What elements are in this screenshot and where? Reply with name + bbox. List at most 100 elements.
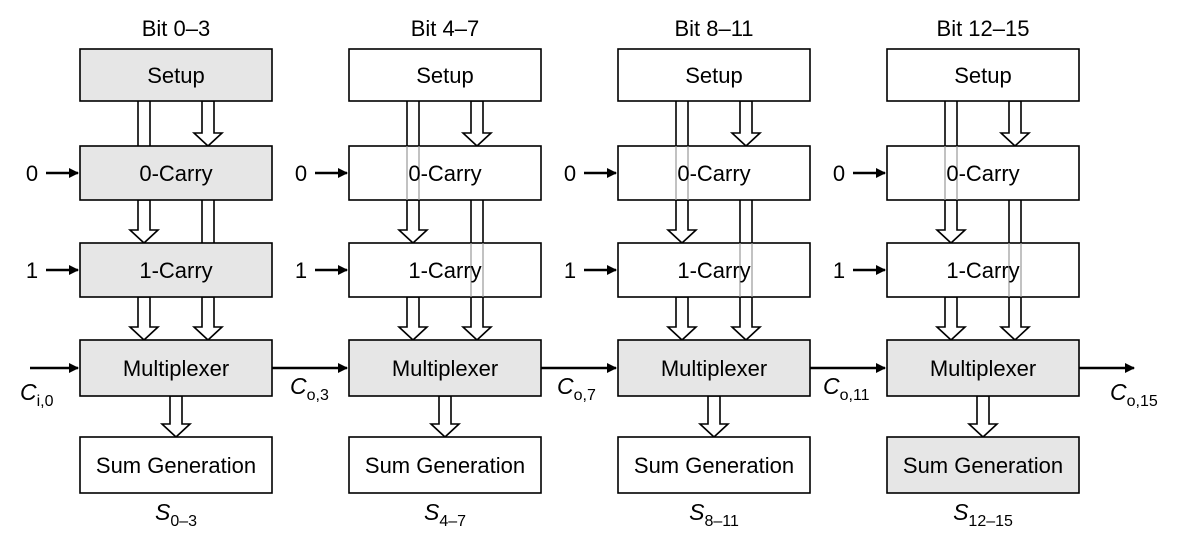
- sum-block: [79, 436, 273, 494]
- carry0-arrow-to-mux: [460, 296, 494, 342]
- carry-label-o7-subscript: o,7: [574, 387, 596, 404]
- carry-label-o7: Co,7: [557, 373, 596, 404]
- sum-block: [886, 436, 1080, 494]
- carry0-arrow-to-carry1: [665, 199, 699, 245]
- carry0-label: 0-Carry: [408, 161, 481, 186]
- carry0-block: [348, 145, 542, 201]
- sum-block: [348, 436, 542, 494]
- stage-header: Bit 4–7: [411, 16, 480, 41]
- carry-out-label-letter: C: [1110, 379, 1127, 405]
- carry0-block: [79, 145, 273, 201]
- carry0-arrow-to-carry1: [934, 199, 968, 245]
- carry0-block: [886, 145, 1080, 201]
- sum-output-label: S8–11: [689, 499, 739, 530]
- mux-block: [348, 339, 542, 397]
- setup-arrow-to-carry0: [729, 100, 763, 148]
- mux-arrow-to-sum: [428, 395, 462, 439]
- carry-label-o3-letter: C: [290, 373, 307, 399]
- sum-label: Sum Generation: [634, 453, 794, 478]
- sum-label: Sum Generation: [96, 453, 256, 478]
- setup-bus-to-carry1: [470, 200, 484, 243]
- input-one: 1: [295, 258, 307, 283]
- mux-label: Multiplexer: [661, 356, 767, 381]
- sum-output-label-letter: S: [953, 499, 969, 525]
- stage-header: Bit 12–15: [937, 16, 1030, 41]
- sum-block: [617, 436, 811, 494]
- sum-output-label-subscript: 4–7: [439, 513, 466, 530]
- carry0-label: 0-Carry: [139, 161, 212, 186]
- carry0-arrow-to-carry1: [127, 199, 161, 245]
- carry-in-label-subscript: i,0: [37, 393, 54, 410]
- input-zero: 0: [26, 161, 38, 186]
- mux-arrow-to-sum: [159, 395, 193, 439]
- carry0-block: [617, 145, 811, 201]
- input-one: 1: [833, 258, 845, 283]
- carry1-block: [617, 242, 811, 298]
- setup-bus-to-carry0: [944, 101, 958, 146]
- carry-label-o11: Co,11: [823, 373, 870, 404]
- carry-label-o11-letter: C: [823, 373, 840, 399]
- carry-label-o3-subscript: o,3: [307, 387, 329, 404]
- sum-output-label-subscript: 12–15: [968, 513, 1013, 530]
- carry1-label: 1-Carry: [408, 258, 481, 283]
- labels: Bit 0–3Setup0-Carry1-CarryMultiplexerSum…: [20, 16, 1158, 530]
- carry-out-label-subscript: o,15: [1127, 393, 1158, 410]
- mux-block: [79, 339, 273, 397]
- mux-block: [617, 339, 811, 397]
- carry-label-o11-subscript: o,11: [840, 387, 870, 404]
- carry-out-label: Co,15: [1110, 379, 1158, 410]
- carry1-arrow-to-mux: [934, 296, 968, 342]
- setup-bus-to-carry0: [406, 101, 420, 146]
- setup-bus-to-carry0: [137, 101, 151, 146]
- carry0-arrow-to-mux: [729, 296, 763, 342]
- input-one: 1: [26, 258, 38, 283]
- blocks: [79, 48, 1080, 494]
- sum-output-label-subscript: 8–11: [704, 513, 739, 530]
- setup-block: [79, 48, 273, 102]
- setup-block: [886, 48, 1080, 102]
- connections: [30, 100, 1135, 439]
- setup-bus-to-carry1: [739, 200, 753, 243]
- carry0-arrow-to-carry1: [396, 199, 430, 245]
- input-one: 1: [564, 258, 576, 283]
- carry0-label: 0-Carry: [946, 161, 1019, 186]
- carry1-arrow-to-mux: [396, 296, 430, 342]
- setup-arrow-to-carry0: [460, 100, 494, 148]
- input-zero: 0: [295, 161, 307, 186]
- carry-label-o3: Co,3: [290, 373, 329, 404]
- carry1-label: 1-Carry: [139, 258, 212, 283]
- carry-in-label: Ci,0: [20, 379, 54, 410]
- carry0-label: 0-Carry: [677, 161, 750, 186]
- mux-label: Multiplexer: [392, 356, 498, 381]
- sum-output-label-subscript: 0–3: [170, 513, 197, 530]
- setup-label: Setup: [147, 63, 205, 88]
- carry1-label: 1-Carry: [946, 258, 1019, 283]
- carry1-arrow-to-mux: [665, 296, 699, 342]
- carry1-block: [79, 242, 273, 298]
- mux-label: Multiplexer: [930, 356, 1036, 381]
- mux-block: [886, 339, 1080, 397]
- setup-block: [348, 48, 542, 102]
- carry-label-o7-letter: C: [557, 373, 574, 399]
- carry1-label: 1-Carry: [677, 258, 750, 283]
- carry1-arrow-to-mux: [127, 296, 161, 342]
- setup-arrow-to-carry0: [998, 100, 1032, 148]
- setup-bus-to-carry1: [1008, 200, 1022, 243]
- setup-bus-to-carry1: [201, 200, 215, 243]
- input-zero: 0: [833, 161, 845, 186]
- sum-label: Sum Generation: [903, 453, 1063, 478]
- sum-output-label: S12–15: [953, 499, 1013, 530]
- sum-label: Sum Generation: [365, 453, 525, 478]
- setup-label: Setup: [954, 63, 1012, 88]
- sum-output-label-letter: S: [424, 499, 440, 525]
- carry1-block: [886, 242, 1080, 298]
- setup-label: Setup: [416, 63, 474, 88]
- carry-in-label-letter: C: [20, 379, 37, 405]
- mux-label: Multiplexer: [123, 356, 229, 381]
- setup-arrow-to-carry0: [191, 100, 225, 148]
- sum-output-label-letter: S: [155, 499, 171, 525]
- sum-output-label: S0–3: [155, 499, 197, 530]
- sum-output-label: S4–7: [424, 499, 466, 530]
- carry0-arrow-to-mux: [191, 296, 225, 342]
